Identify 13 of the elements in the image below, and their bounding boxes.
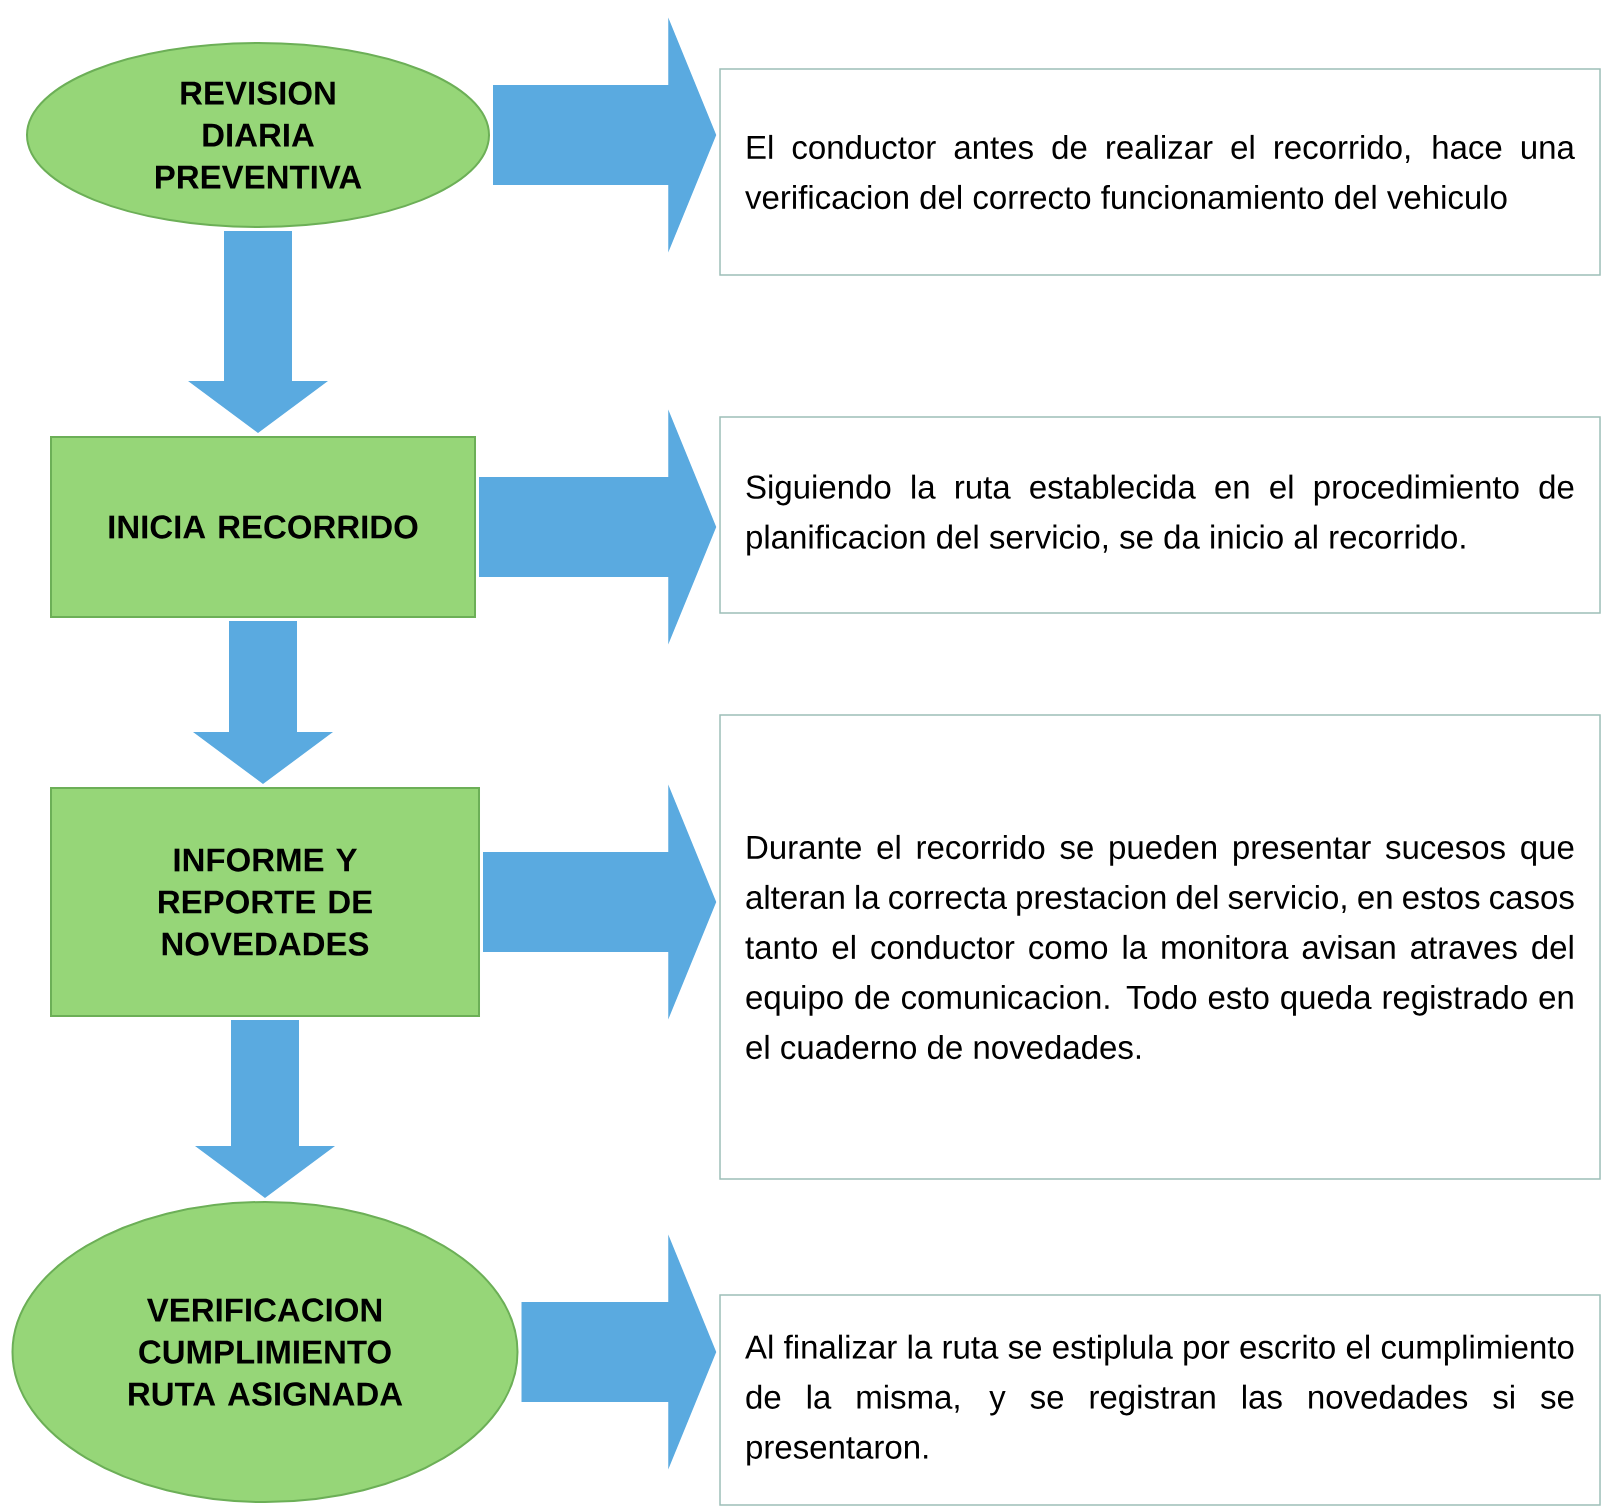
block-arrow [193, 621, 333, 784]
process-box: INICIA RECORRIDO [50, 436, 476, 618]
description-box: Siguiendo la ruta establecida en el procedimiento de planificacion del servicio, se da inicio al recorrido. [719, 416, 1601, 614]
block-arrow [483, 784, 717, 1020]
description-box: El conductor antes de realizar el recorrido, hace una verificacion del correcto funcionamiento del vehiculo [719, 68, 1601, 276]
description-box: Durante el recorrido se pueden presentar sucesos que alteran la correcta prestacion del servicio, en estos casos tanto el conductor como la monitora avisan atraves del equipo de comunicacion. Todo esto queda registrado en el cuaderno de novedades. [719, 714, 1601, 1180]
block-arrow [479, 409, 717, 645]
description-box: Al finalizar la ruta se estiplula por escrito el cumplimiento de la misma, y se registran las novedades si se presentaron. [719, 1294, 1601, 1506]
block-arrow [188, 231, 328, 433]
process-box: INFORME Y REPORTE DE NOVEDADES [50, 787, 480, 1017]
block-arrow [521, 1234, 717, 1470]
block-arrow [195, 1020, 335, 1198]
block-arrow [493, 17, 717, 253]
